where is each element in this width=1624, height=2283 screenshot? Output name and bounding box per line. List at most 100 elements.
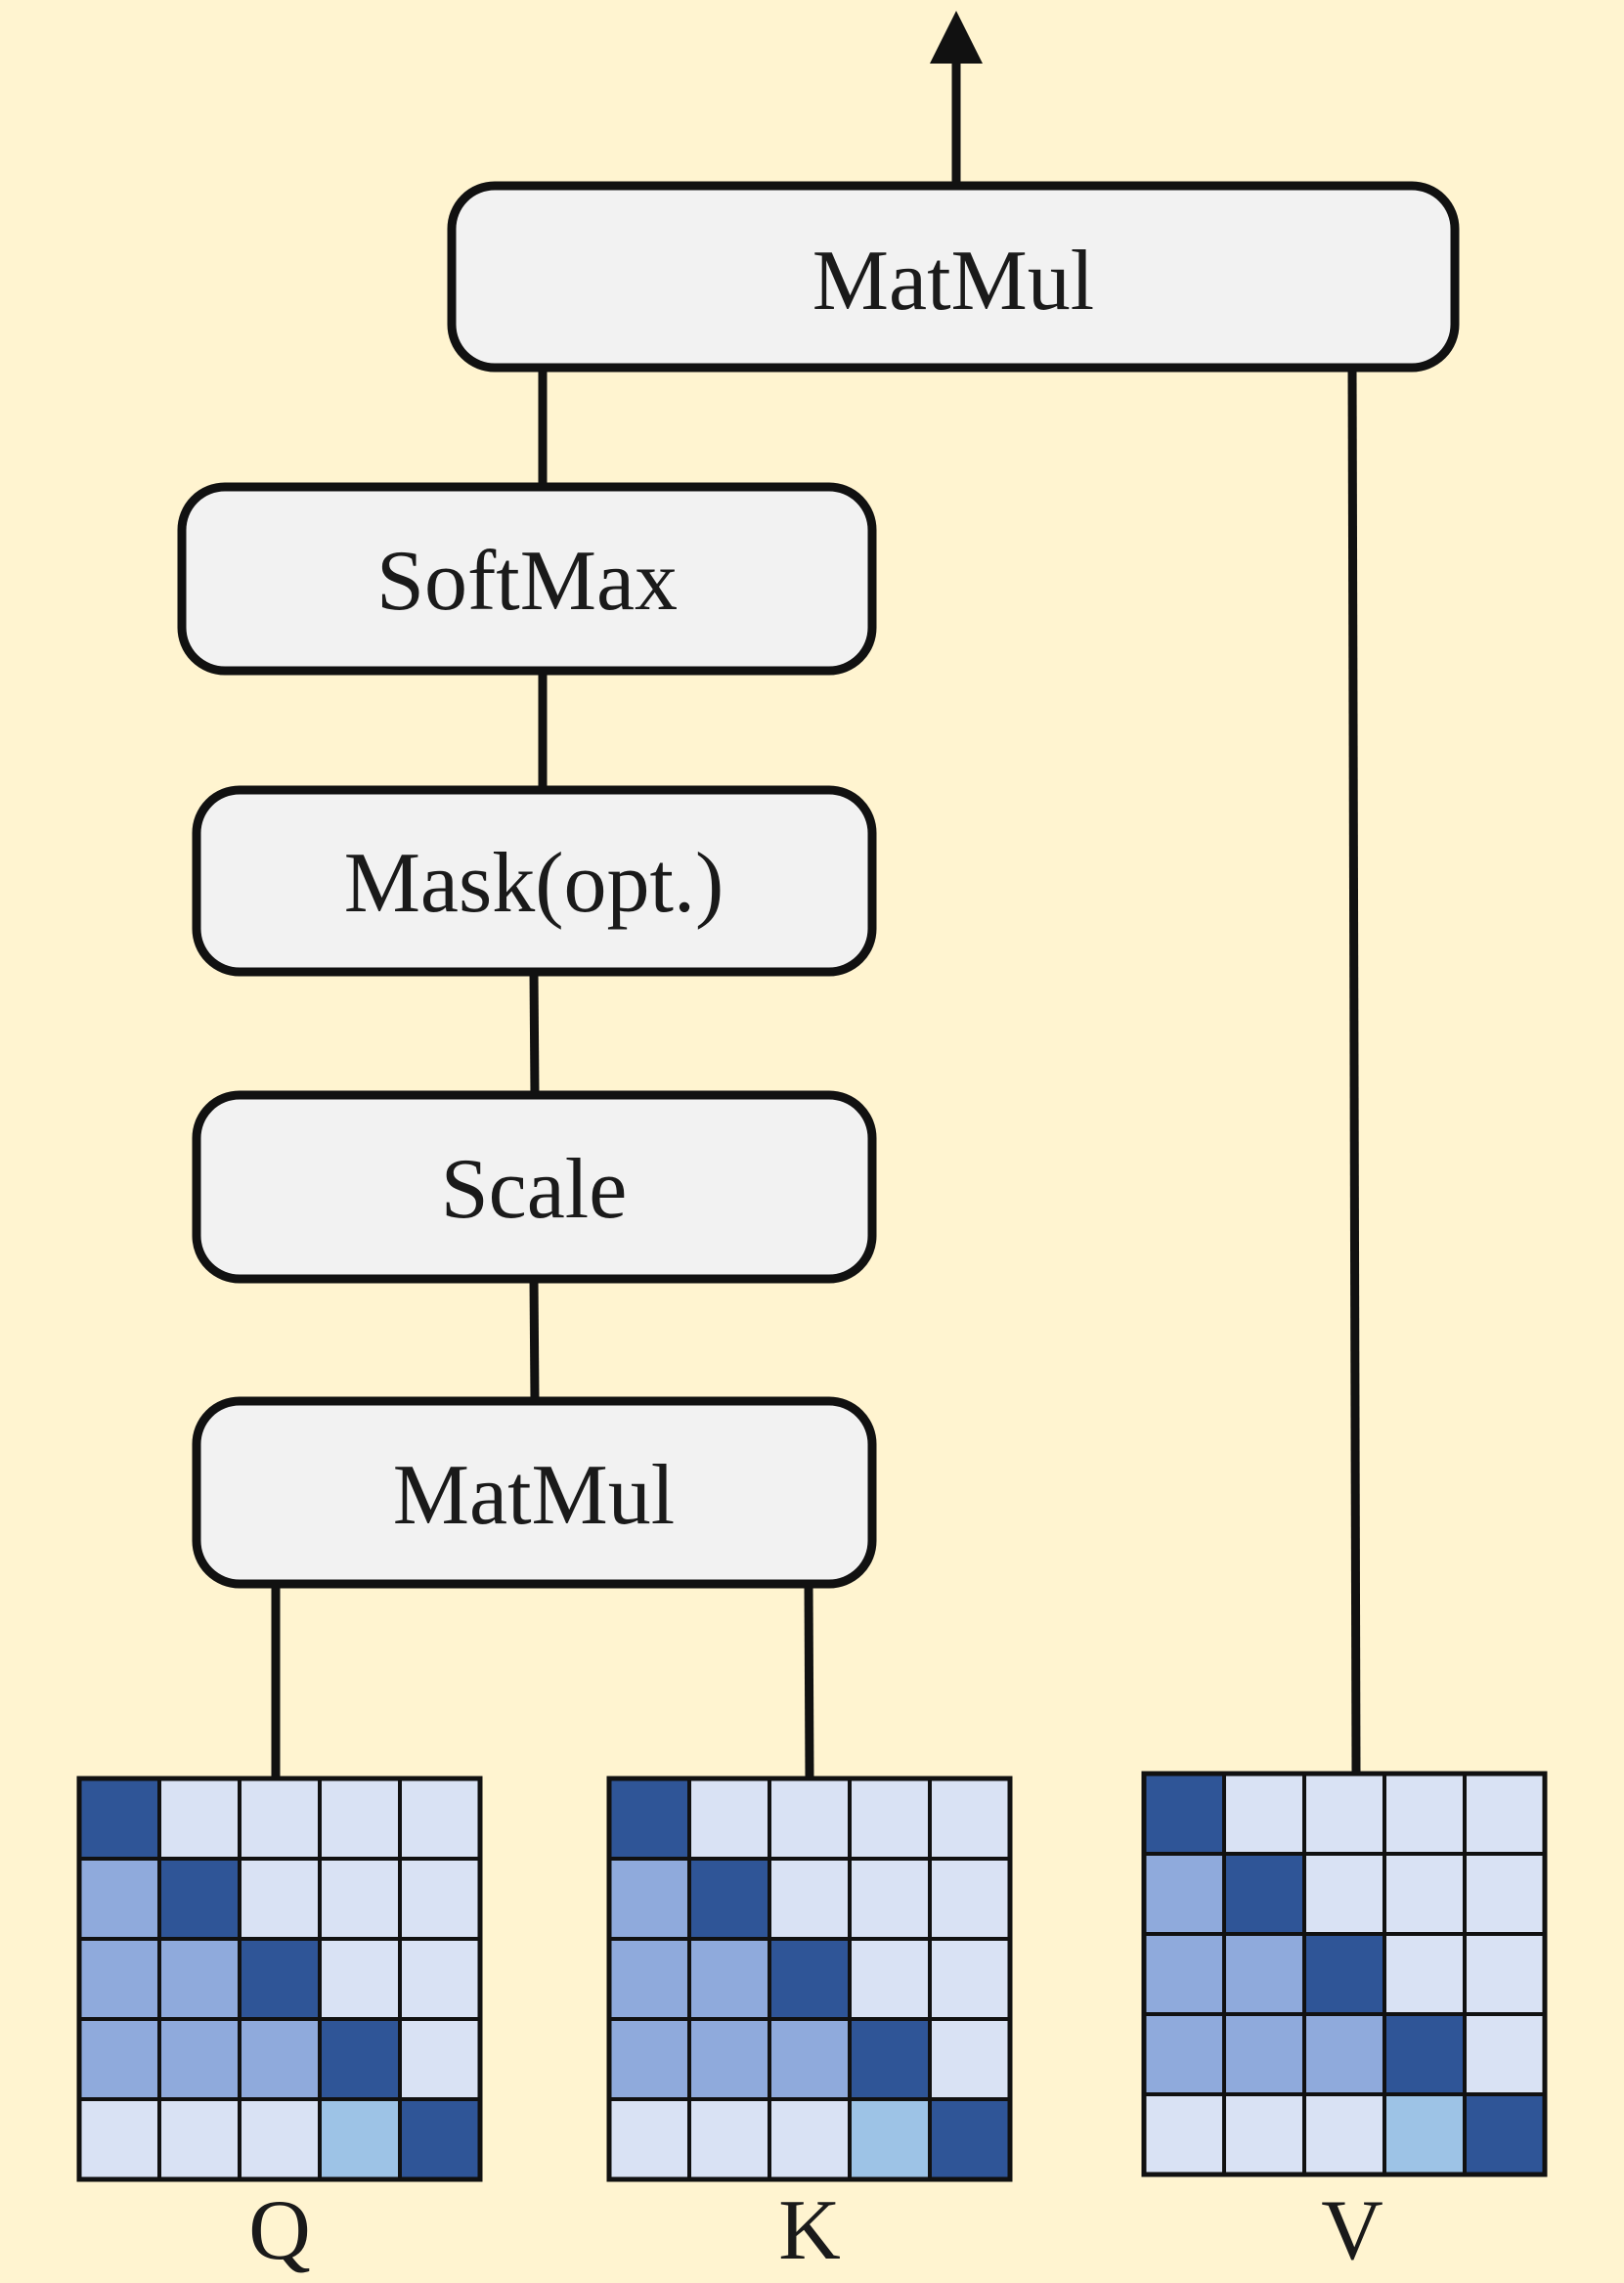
matrix-cell (77, 2017, 161, 2101)
matrix-cell (238, 1777, 322, 1861)
matrix-cell (1463, 2092, 1547, 2176)
matrix-cell (1222, 2012, 1306, 2096)
matrix-label-k: K (778, 2183, 841, 2278)
matrix-cell (1222, 1772, 1306, 1856)
matrix-cell (157, 1777, 241, 1861)
matrix-cell (607, 1937, 691, 2021)
matrix-cell (398, 1857, 482, 1941)
matrix-cell (1463, 1932, 1547, 2016)
matrix-cell (318, 1857, 402, 1941)
matrix-border (606, 1776, 1013, 2182)
matrix-border (1141, 1771, 1548, 2177)
matrix-cell (1142, 1852, 1226, 1936)
matrix-cell (318, 2097, 402, 2181)
matrix-cell (928, 2097, 1012, 2181)
matrix-cell (1142, 1772, 1226, 1856)
matrix-cell (848, 2017, 932, 2101)
matrix-cell (1222, 1932, 1306, 2016)
matrix-cell (77, 1937, 161, 2021)
matrix-cell (607, 2017, 691, 2101)
matrix-cell (157, 2017, 241, 2101)
matrix-cell (77, 1777, 161, 1861)
matrix-v (1141, 1771, 1548, 2177)
matrix-cell (1302, 1852, 1386, 1936)
matrix-cell (157, 2097, 241, 2181)
matrix-cell (1383, 1852, 1467, 1936)
matrix-cell (768, 1937, 852, 2021)
op-matmul-bottom: MatMul (192, 1396, 877, 1589)
matrix-cell (1383, 2012, 1467, 2096)
matrix-cell (1463, 1772, 1547, 1856)
op-matmul-top: MatMul (447, 181, 1460, 373)
matrix-cell (848, 2097, 932, 2181)
matrix-cell (687, 2017, 771, 2101)
matrix-label-v: V (1321, 2183, 1383, 2278)
matrix-cell (1302, 1772, 1386, 1856)
scale-to-mask-connector (529, 971, 540, 1096)
matrix-cell (238, 2017, 322, 2101)
matrix-cell (607, 2097, 691, 2181)
matrix-cell (687, 1857, 771, 1941)
matrix-cell (607, 1777, 691, 1861)
op-label: SoftMax (376, 534, 678, 629)
matrix-cell (398, 1777, 482, 1861)
matrix-cell (848, 1777, 932, 1861)
matrix-cell (768, 1857, 852, 1941)
matrix-cell (848, 1937, 932, 2021)
matrix-cell (928, 1937, 1012, 2021)
matrix-cell (768, 2097, 852, 2181)
matrix-cell (238, 1857, 322, 1941)
matrix-cell (768, 1777, 852, 1861)
matrix-cell (1142, 2092, 1226, 2176)
matrix-k (606, 1776, 1013, 2182)
matrix-cell (928, 1857, 1012, 1941)
k-to-matmul-connector (804, 1583, 814, 1778)
matrix-cell (1142, 1932, 1226, 2016)
matrix-cell (77, 1857, 161, 1941)
op-label: Scale (441, 1142, 628, 1237)
matrix-cell (687, 2097, 771, 2181)
connectors (271, 11, 1361, 1778)
matrix-cell (1142, 2012, 1226, 2096)
matrix-label-q: Q (248, 2183, 311, 2278)
matrix-cell (1383, 2092, 1467, 2176)
matrix-cell (157, 1857, 241, 1941)
matrix-cell (1222, 1852, 1306, 1936)
matrix-cell (398, 2017, 482, 2101)
matrix-q (76, 1776, 483, 2182)
matrix-cell (398, 2097, 482, 2181)
matrix-cell (607, 1857, 691, 1941)
matrix-cell (768, 2017, 852, 2101)
matrix-cell (1222, 2092, 1306, 2176)
op-scale: Scale (192, 1090, 877, 1284)
matrix-cell (928, 1777, 1012, 1861)
matrix-cell (157, 1937, 241, 2021)
matrix-cell (1463, 1852, 1547, 1936)
op-label: MatMul (393, 1448, 675, 1543)
matrix-cell (398, 1937, 482, 2021)
matrix-cell (318, 2017, 402, 2101)
matrix-cell (928, 2017, 1012, 2101)
matrix-cell (318, 1937, 402, 2021)
matrix-cell (1383, 1932, 1467, 2016)
matrix-cell (1302, 1932, 1386, 2016)
matrix-cell (238, 2097, 322, 2181)
op-softmax: SoftMax (177, 482, 877, 676)
matrix-cell (1302, 2092, 1386, 2176)
op-mask: Mask(opt.) (192, 785, 877, 977)
op-label: Mask(opt.) (344, 836, 724, 931)
matrix-cell (848, 1857, 932, 1941)
matrix-cell (1302, 2012, 1386, 2096)
matrix-cell (687, 1777, 771, 1861)
matrix-border (76, 1776, 483, 2182)
matrix-cell (1463, 2012, 1547, 2096)
matrix-cell (238, 1937, 322, 2021)
matrix-cell (1383, 1772, 1467, 1856)
matrix-cell (318, 1777, 402, 1861)
matrix-cell (77, 2097, 161, 2181)
op-label: MatMul (812, 234, 1094, 329)
matrix-cell (687, 1937, 771, 2021)
matmul-to-scale-connector (529, 1278, 540, 1402)
v-to-matmul-connector (1347, 365, 1361, 1775)
